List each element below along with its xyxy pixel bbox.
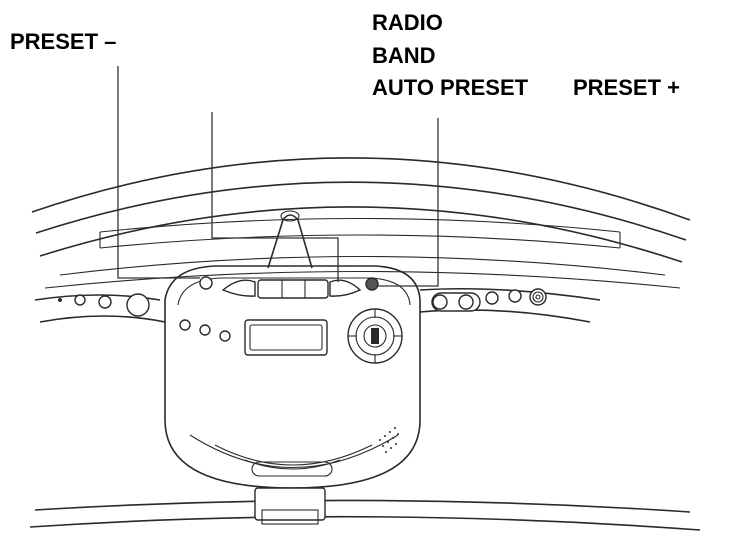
leader-preset-plus [378, 118, 439, 287]
leader-preset-minus [117, 66, 200, 279]
antenna-knob [267, 210, 313, 269]
jog-dial [347, 308, 403, 364]
right-side-buttons [431, 288, 547, 312]
handle [31, 157, 691, 263]
preset-minus-button [199, 276, 213, 290]
lcd-display [244, 319, 328, 356]
label-radio: RADIO [372, 10, 443, 35]
label-band: BAND [372, 43, 436, 68]
base-stand [29, 487, 701, 531]
top-body [44, 217, 681, 289]
leader-auto-preset [211, 112, 339, 282]
label-preset-minus: PRESET – [10, 29, 116, 54]
leader-lines [117, 66, 439, 287]
auto-preset-button [329, 279, 362, 297]
top-controls [199, 276, 379, 299]
preset-plus-button [365, 277, 379, 291]
label-preset-plus: PRESET + [573, 75, 680, 100]
front-panel [179, 319, 328, 356]
cd-player-body [164, 265, 421, 489]
left-side-buttons [58, 293, 150, 317]
label-auto-preset: AUTO PRESET [372, 75, 529, 100]
band-button [221, 279, 256, 297]
radio-button [257, 279, 329, 299]
grille-dots [379, 427, 399, 453]
